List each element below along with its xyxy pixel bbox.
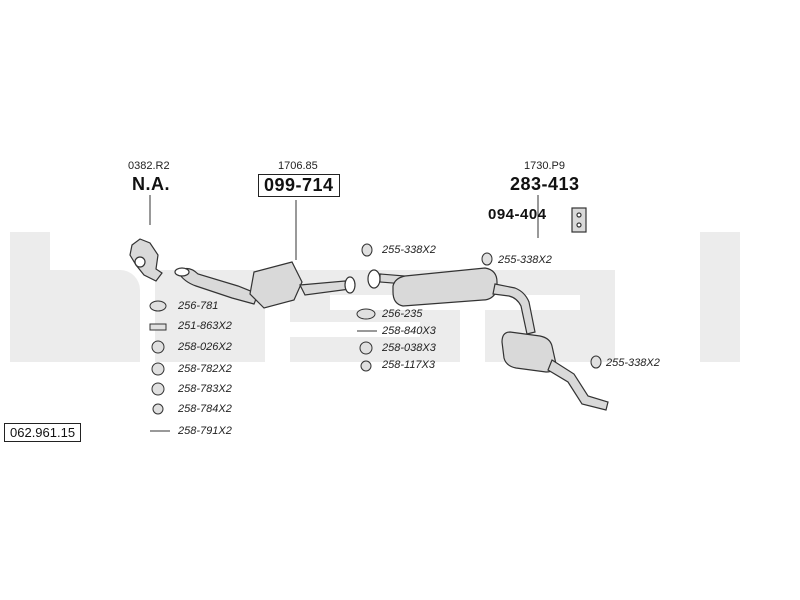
rubber-mount: [571, 207, 587, 233]
fitting-left-4: 258-782X2: [178, 363, 232, 375]
fitting-left-5: 258-783X2: [178, 383, 232, 395]
fitting-middle-1: 256-235: [382, 308, 423, 320]
catalog-number: 062.961.15: [4, 423, 82, 442]
bracket-part: [129, 238, 163, 282]
nut-icon: [359, 341, 373, 355]
sub-part-number-group-3: 094-404: [488, 206, 547, 223]
ref-label-group-2: 1706.85: [278, 160, 318, 172]
ref-label-group-3: 1730.P9: [524, 160, 565, 172]
ring-icon: [151, 362, 165, 376]
fitting-left-2: 251-863X2: [178, 320, 232, 332]
part-number-group-1: N.A.: [132, 174, 170, 194]
fitting-left-7: 258-791X2: [178, 425, 232, 437]
middle-silencer: [367, 267, 536, 335]
spring-icon: [149, 323, 167, 331]
ring-icon: [151, 382, 165, 396]
fittings-left-icons: [149, 300, 170, 432]
clamp-icon: [361, 243, 373, 257]
fittings-right-icons: [481, 252, 602, 369]
gasket-icon: [356, 308, 376, 320]
fitting-middle-top: 255-338X2: [382, 244, 436, 256]
rear-silencer: [501, 331, 609, 411]
fitting-left-6: 258-784X2: [178, 403, 232, 415]
fittings-middle-icons: [356, 243, 377, 372]
fitting-right-bottom: 255-338X2: [606, 357, 660, 369]
fitting-middle-3: 258-038X3: [382, 342, 436, 354]
gasket-icon: [149, 300, 167, 312]
clamp-icon: [590, 355, 602, 369]
washer-icon: [152, 403, 164, 415]
ref-label-group-1: 0382.R2: [128, 160, 170, 172]
fitting-middle-4: 258-117X3: [382, 359, 436, 371]
part-number-group-3: 283-413: [510, 174, 580, 194]
ring-icon: [360, 360, 372, 372]
catalytic-converter-pipe: [174, 261, 356, 309]
part-number-group-2: 099-714: [258, 174, 340, 197]
fitting-left-3: 258-026X2: [178, 341, 232, 353]
fitting-left-1: 256-781: [178, 300, 219, 312]
nut-icon: [151, 340, 165, 354]
clamp-icon: [481, 252, 493, 266]
fitting-right-top: 255-338X2: [498, 254, 552, 266]
fitting-middle-2: 258-840X3: [382, 325, 436, 337]
